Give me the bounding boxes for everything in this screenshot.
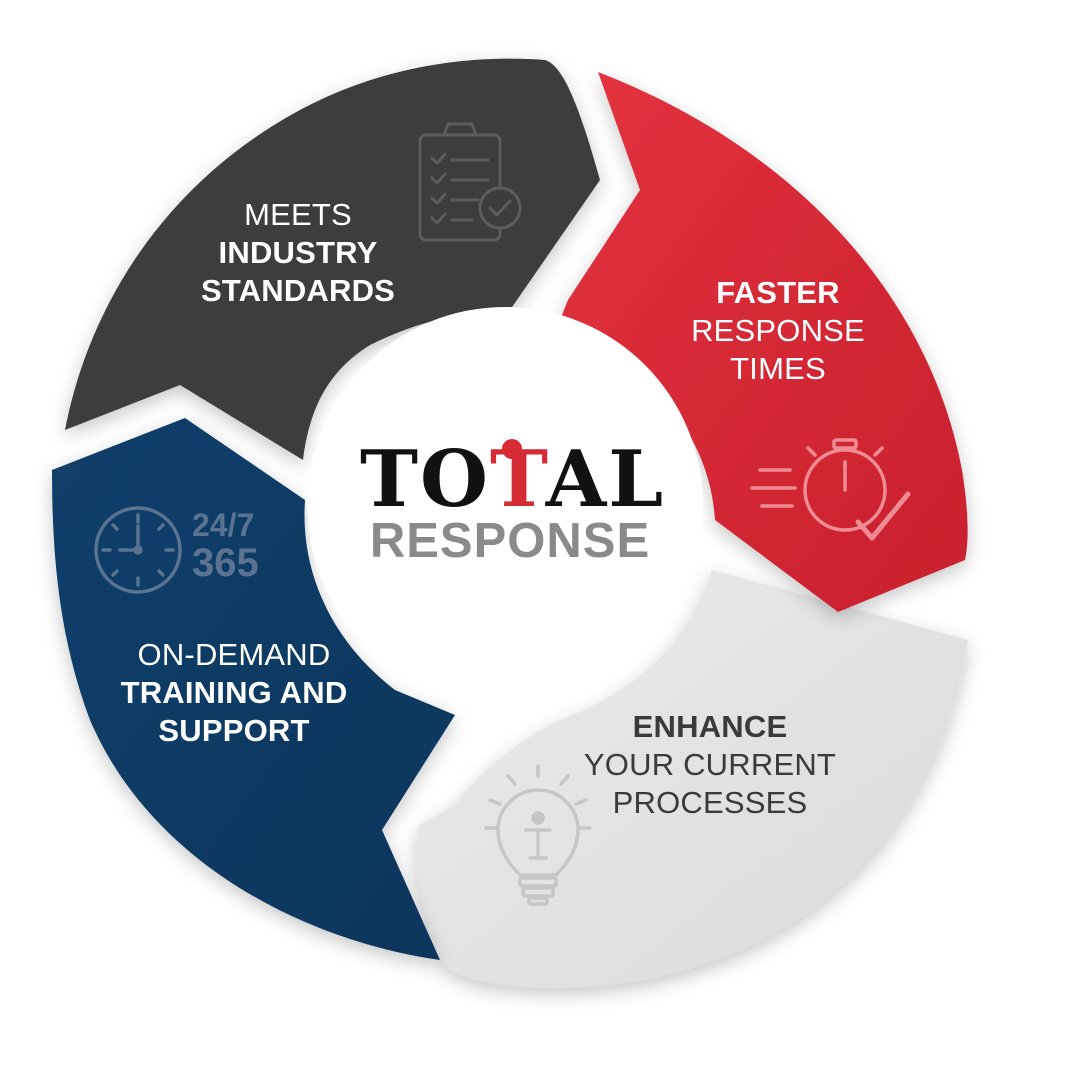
lightbulb-icon <box>484 764 592 906</box>
logo-wordmark-top: TOTAL <box>360 440 663 520</box>
segment-left-line3: SUPPORT <box>158 713 310 748</box>
availability-line1: 24/7 <box>192 507 255 543</box>
segment-right-line2: RESPONSE <box>691 313 865 348</box>
segment-right-line3: TIMES <box>730 351 826 386</box>
segment-bottom-line2: YOUR CURRENT <box>583 747 837 782</box>
segment-bottom-line3: PROCESSES <box>612 785 808 820</box>
segment-right <box>560 72 968 612</box>
center-circle <box>307 307 703 703</box>
segment-bottom <box>416 570 968 989</box>
segment-left-text: ON-DEMAND TRAINING AND SUPPORT <box>96 636 372 750</box>
segment-top-line1: MEETS <box>244 197 352 232</box>
segment-right-line1: FASTER <box>716 275 840 310</box>
availability-badge: 24/7 365 <box>192 508 259 584</box>
segment-top-line3: STANDARDS <box>200 273 396 308</box>
total-response-logo: TOTAL RESPONSE <box>360 440 663 568</box>
logo-dot <box>502 439 522 459</box>
segment-left-line1: ON-DEMAND <box>137 637 331 672</box>
segment-top-line2: INDUSTRY <box>218 235 378 270</box>
checklist-clipboard-icon <box>418 122 522 242</box>
logo-top-suffix: AL <box>545 434 666 525</box>
segment-left-line2: TRAINING AND <box>120 675 348 710</box>
segment-right-text: FASTER RESPONSE TIMES <box>660 274 896 388</box>
availability-line2: 365 <box>192 541 259 585</box>
segment-bottom-line1: ENHANCE <box>632 709 788 744</box>
segment-bottom-text: ENHANCE YOUR CURRENT PROCESSES <box>570 708 850 822</box>
segment-top-text: MEETS INDUSTRY STANDARDS <box>180 196 416 310</box>
logo-top-prefix: TO <box>360 434 490 525</box>
clock-icon <box>94 506 182 594</box>
logo-wordmark-bottom: RESPONSE <box>369 514 651 568</box>
segment-left <box>52 418 455 960</box>
stopwatch-check-icon <box>750 438 911 541</box>
logo-top-accent: T <box>490 434 546 525</box>
